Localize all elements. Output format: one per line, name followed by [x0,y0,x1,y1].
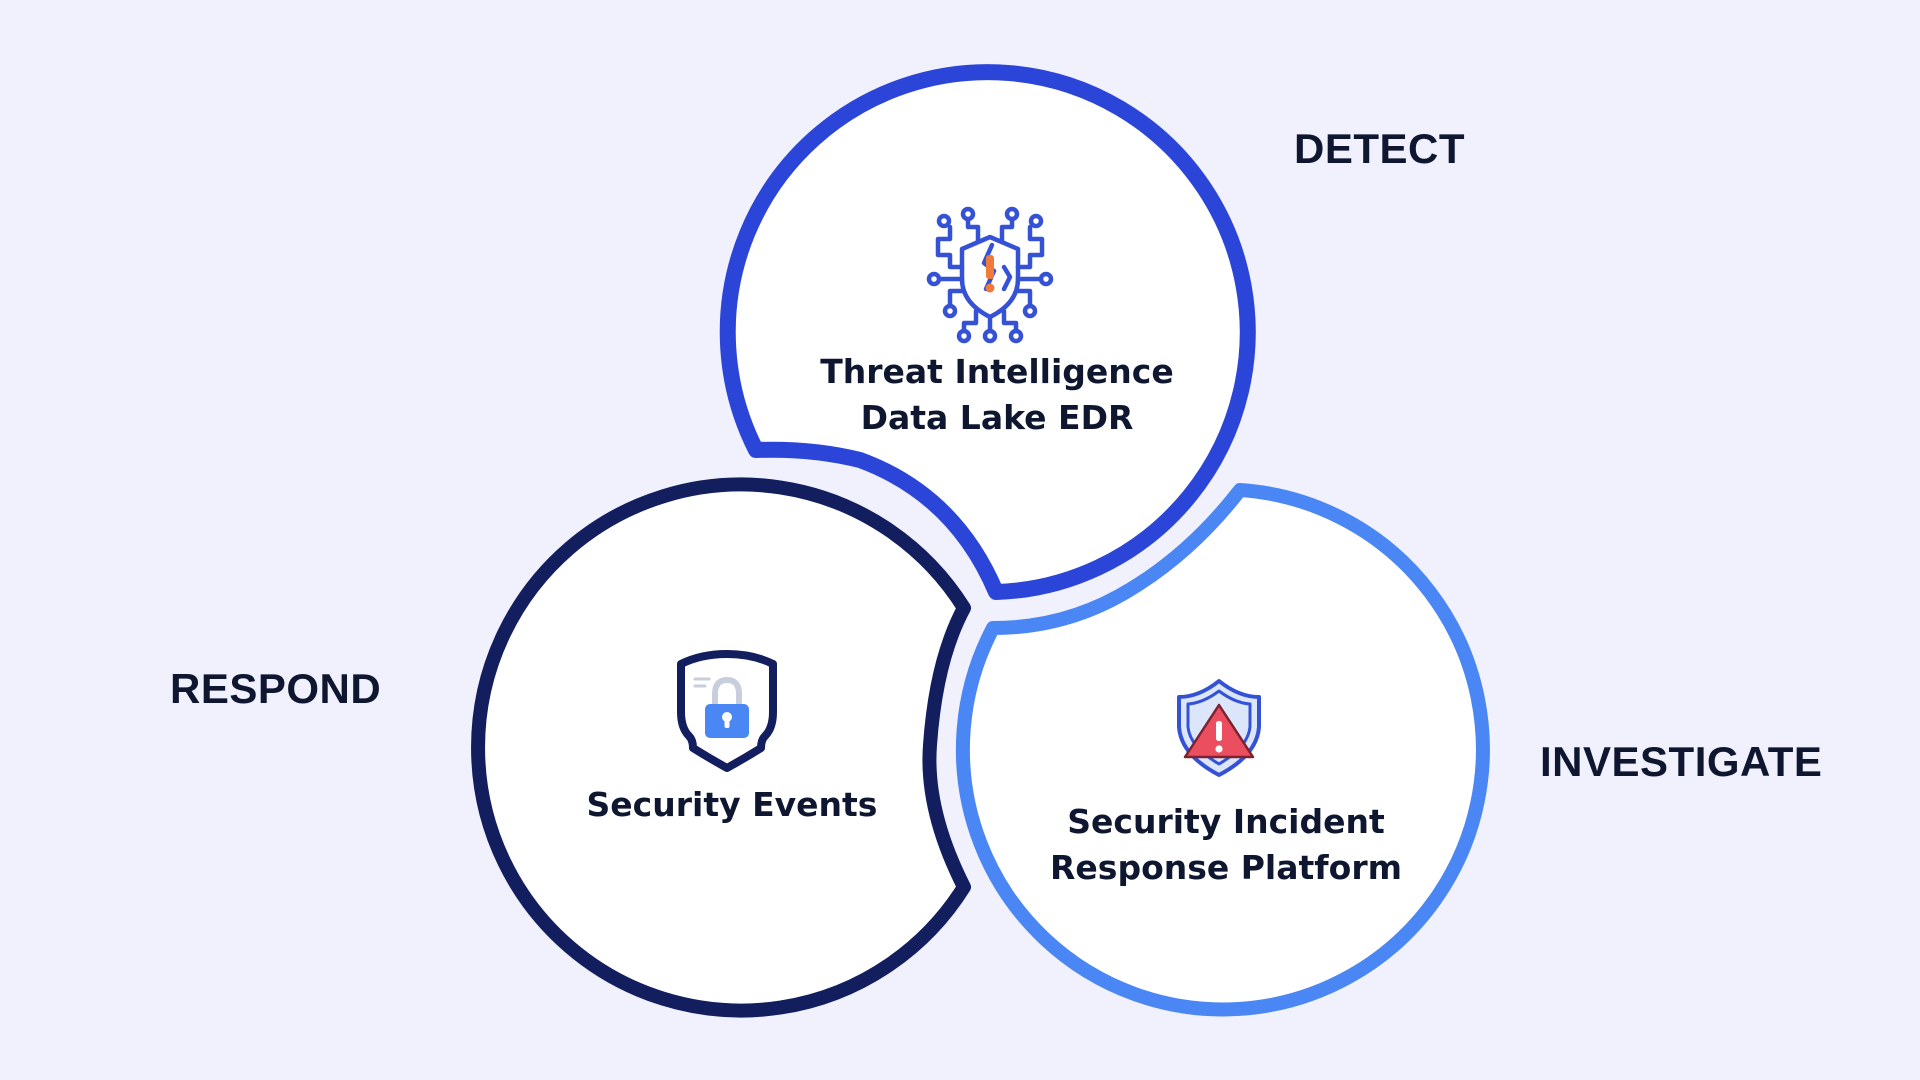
stage-label-detect: DETECT [1294,125,1465,172]
cyber-threat-shield-circuit-icon [926,206,1054,344]
stage-label-respond: RESPOND [170,665,382,712]
investigate-node-title-line-1: Security Incident [1067,802,1385,841]
detect-node-title-line-2: Data Lake EDR [860,398,1134,437]
respond-node-title-line-1: Security Events [586,785,878,824]
detect-node-title: Threat Intelligence Data Lake EDR [790,349,1204,441]
stage-label-investigate: INVESTIGATE [1540,738,1823,785]
detect-node-title-line-1: Threat Intelligence [820,352,1174,391]
investigate-node-title-line-2: Response Platform [1050,848,1402,887]
shield-padlock-icon [677,650,777,772]
respond-node-title: Security Events [532,782,932,828]
investigate-node-title: Security Incident Response Platform [1016,799,1436,891]
shield-warning-icon [1177,679,1261,777]
